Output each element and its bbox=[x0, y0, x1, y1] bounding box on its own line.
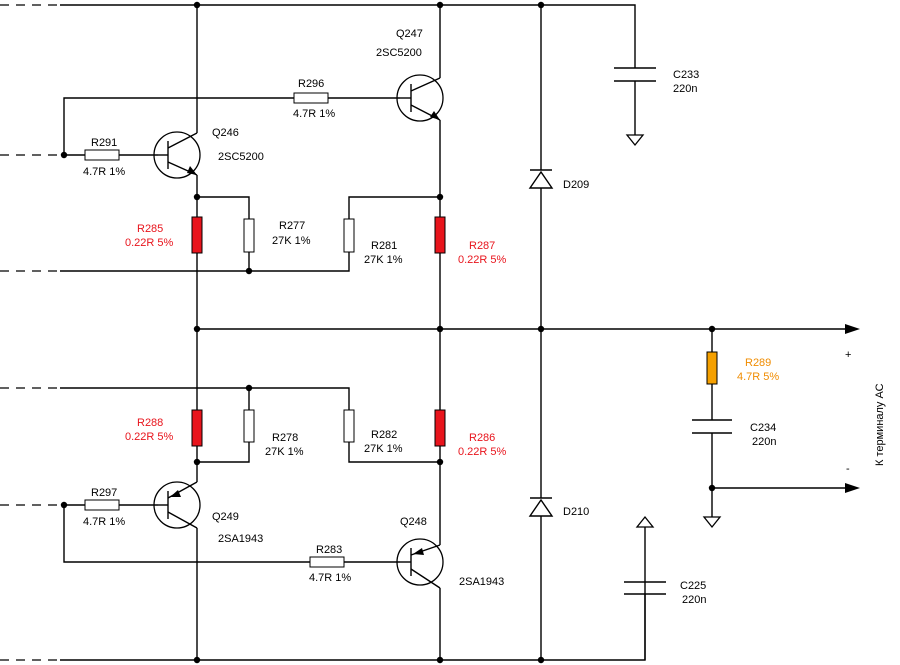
r287-ref: R287 bbox=[469, 240, 495, 252]
resistor-r283 bbox=[309, 556, 345, 568]
q247-part: 2SC5200 bbox=[376, 47, 422, 59]
c234-value: 220n bbox=[752, 436, 776, 448]
r296-ref: R296 bbox=[298, 78, 324, 90]
diode-d209 bbox=[528, 169, 554, 189]
r283-ref: R283 bbox=[316, 544, 342, 556]
output-plus-sign: + bbox=[845, 349, 851, 361]
resistor-r285 bbox=[191, 216, 203, 254]
r291-value: 4.7R 1% bbox=[83, 166, 125, 178]
r281-value: 27K 1% bbox=[364, 254, 403, 266]
r288-value: 0.22R 5% bbox=[125, 431, 174, 443]
r277-ref: R277 bbox=[279, 220, 305, 232]
r296-value: 4.7R 1% bbox=[293, 108, 335, 120]
r297-value: 4.7R 1% bbox=[83, 516, 125, 528]
resistor-r281 bbox=[343, 218, 355, 253]
resistor-r297 bbox=[84, 499, 120, 511]
resistor-r287 bbox=[434, 216, 446, 254]
c233-ref: C233 bbox=[673, 69, 699, 81]
r281-ref: R281 bbox=[371, 240, 397, 252]
diode-d210 bbox=[528, 497, 554, 517]
resistor-r282 bbox=[343, 409, 355, 443]
output-terminal-label: К терминалу АС bbox=[874, 383, 886, 466]
capacitor-c234 bbox=[692, 419, 732, 529]
r289-value: 4.7R 5% bbox=[737, 371, 779, 383]
c234-ref: C234 bbox=[750, 422, 776, 434]
q246-ref: Q246 bbox=[212, 127, 239, 139]
q249-ref: Q249 bbox=[212, 511, 239, 523]
r285-value: 0.22R 5% bbox=[125, 237, 174, 249]
output-minus-sign: - bbox=[846, 463, 850, 475]
d210-ref: D210 bbox=[563, 506, 589, 518]
transistor-q248 bbox=[396, 538, 444, 589]
resistor-r288 bbox=[191, 409, 203, 447]
resistor-r289 bbox=[706, 351, 718, 385]
resistor-r277 bbox=[243, 218, 255, 253]
capacitor-c225 bbox=[624, 515, 666, 660]
r286-value: 0.22R 5% bbox=[458, 446, 507, 458]
r289-ref: R289 bbox=[745, 357, 771, 369]
q249-part: 2SA1943 bbox=[218, 533, 263, 545]
r286-ref: R286 bbox=[469, 432, 495, 444]
r278-ref: R278 bbox=[272, 432, 298, 444]
r283-value: 4.7R 1% bbox=[309, 572, 351, 584]
transistor-q249 bbox=[153, 481, 201, 529]
r288-ref: R288 bbox=[137, 417, 163, 429]
q248-ref: Q248 bbox=[400, 516, 427, 528]
resistor-r278 bbox=[243, 409, 255, 443]
r297-ref: R297 bbox=[91, 487, 117, 499]
positive-rail bbox=[0, 4, 636, 68]
r291-ref: R291 bbox=[91, 137, 117, 149]
lower-drive-wiring bbox=[0, 387, 440, 563]
c233-value: 220n bbox=[673, 83, 697, 95]
r287-value: 0.22R 5% bbox=[458, 254, 507, 266]
transistor-q247 bbox=[396, 74, 444, 122]
q247-ref: Q247 bbox=[396, 28, 423, 40]
d209-ref: D209 bbox=[563, 179, 589, 191]
r282-value: 27K 1% bbox=[364, 443, 403, 455]
capacitor-c233 bbox=[614, 67, 656, 147]
negative-rail bbox=[0, 582, 646, 661]
r277-value: 27K 1% bbox=[272, 235, 311, 247]
resistor-r296 bbox=[293, 92, 329, 104]
r285-ref: R285 bbox=[137, 223, 163, 235]
q248-part: 2SA1943 bbox=[459, 576, 504, 588]
c225-value: 220n bbox=[682, 594, 706, 606]
q246-part: 2SC5200 bbox=[218, 151, 264, 163]
transistor-q246 bbox=[153, 131, 201, 179]
c225-ref: C225 bbox=[680, 580, 706, 592]
zobel-wiring bbox=[711, 329, 860, 517]
output-bus bbox=[197, 324, 860, 334]
r282-ref: R282 bbox=[371, 429, 397, 441]
resistor-r291 bbox=[84, 149, 120, 161]
junction-dots bbox=[60, 1, 716, 664]
r278-value: 27K 1% bbox=[265, 446, 304, 458]
resistor-r286 bbox=[434, 409, 446, 447]
